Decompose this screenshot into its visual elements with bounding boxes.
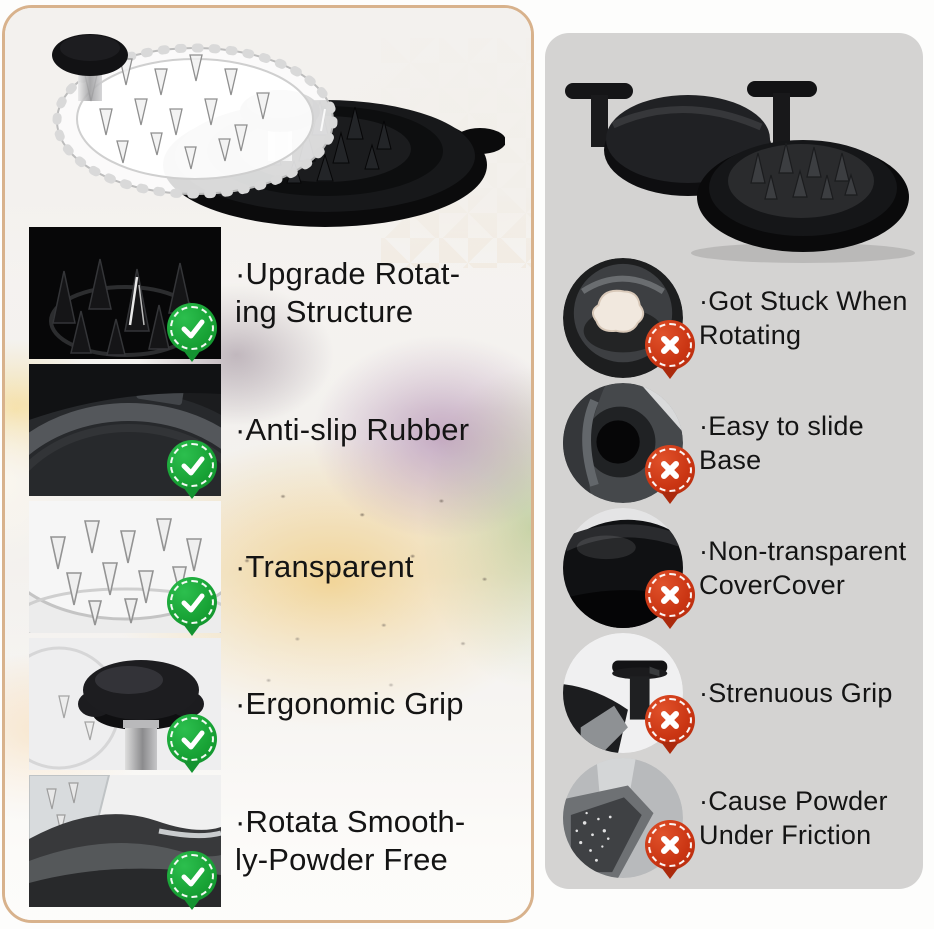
competitor-right-disc <box>697 81 909 252</box>
feature-label: ·Easy to slide Base <box>699 411 864 475</box>
competitor-product-photo <box>565 81 915 263</box>
stuck-meat-photo <box>563 258 695 378</box>
thumb-art <box>29 227 221 359</box>
left-feature-row: ·Transparent <box>29 501 525 633</box>
check-icon <box>167 440 217 490</box>
left-panel: ·Upgrade Rotat- ing Structure <box>2 5 534 923</box>
left-feature-list: ·Upgrade Rotat- ing Structure <box>29 227 525 912</box>
transparent-cover-photo <box>29 501 221 633</box>
right-panel: ·Got Stuck When Rotating <box>545 33 923 889</box>
upgraded-product-photo <box>52 34 505 227</box>
feature-label: ·Ergonomic Grip <box>235 686 464 721</box>
check-icon <box>167 714 217 764</box>
right-feature-row: ·Strenuous Grip <box>563 632 917 754</box>
right-feature-row: ·Cause Powder Under Friction <box>563 757 917 879</box>
left-feature-row: ·Upgrade Rotat- ing Structure <box>29 227 525 359</box>
cross-icon <box>645 820 695 870</box>
feature-label: ·Anti-slip Rubber <box>235 412 470 447</box>
feature-label: ·Transparent <box>235 549 414 584</box>
right-feature-row: ·Non-transparent CoverCover <box>563 507 917 629</box>
feature-label: ·Cause Powder Under Friction <box>699 786 888 850</box>
cross-icon <box>645 570 695 620</box>
opaque-cover-photo <box>563 508 695 628</box>
cross-icon <box>645 445 695 495</box>
left-feature-row: ·Rotata Smooth- ly-Powder Free <box>29 775 525 907</box>
cross-icon <box>645 695 695 745</box>
feature-label: ·Non-transparent CoverCover <box>699 536 907 600</box>
dark-spikes-photo <box>29 227 221 359</box>
right-feature-row: ·Got Stuck When Rotating <box>563 257 917 379</box>
transparent-cover <box>52 34 338 199</box>
strenuous-knob-photo <box>563 633 695 753</box>
check-icon <box>167 577 217 627</box>
cross-icon <box>645 320 695 370</box>
left-feature-row: ·Anti-slip Rubber <box>29 364 525 496</box>
feature-label: ·Strenuous Grip <box>699 678 893 708</box>
check-icon <box>167 851 217 901</box>
feature-label: ·Rotata Smooth- ly-Powder Free <box>235 804 466 877</box>
feature-label: ·Got Stuck When Rotating <box>699 286 908 350</box>
powder-friction-photo <box>563 758 695 878</box>
right-feature-row: ·Easy to slide Base <box>563 382 917 504</box>
smooth-base-photo <box>29 775 221 907</box>
feature-label: ·Upgrade Rotat- ing Structure <box>235 256 461 329</box>
thumb-art <box>29 638 221 770</box>
right-feature-list: ·Got Stuck When Rotating <box>563 257 917 882</box>
ergonomic-knob-photo <box>29 638 221 770</box>
left-feature-row: ·Ergonomic Grip <box>29 638 525 770</box>
slide-base-photo <box>563 383 695 503</box>
rubber-ring-photo <box>29 364 221 496</box>
check-icon <box>167 303 217 353</box>
